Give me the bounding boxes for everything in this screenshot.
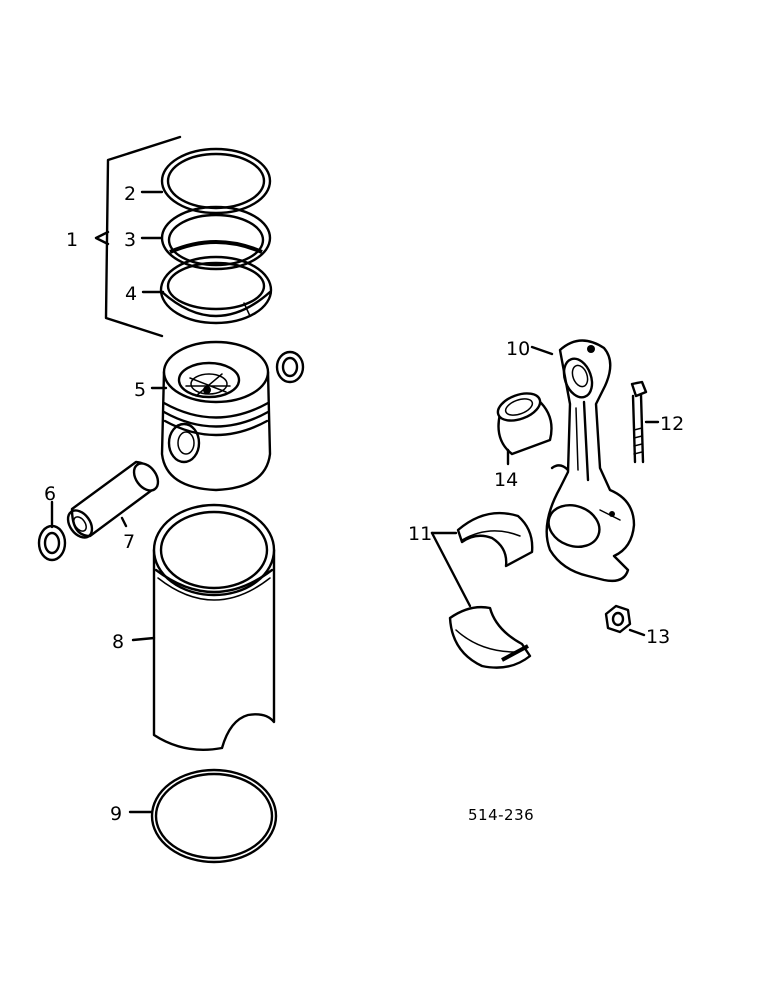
callout-4: 4 — [125, 283, 137, 305]
callout-7: 7 — [123, 531, 135, 553]
leader-lines — [50, 190, 660, 814]
big-end-bearing-shell-upper — [456, 511, 534, 568]
callout-8: 8 — [112, 631, 124, 653]
connecting-rod-nut — [604, 604, 632, 634]
callout-2: 2 — [124, 183, 136, 205]
callout-13: 13 — [646, 626, 670, 648]
piston-ring-middle — [160, 205, 272, 271]
piston — [160, 340, 272, 492]
liner-o-ring — [150, 768, 278, 864]
callouts: 1 2 3 4 5 6 7 8 9 10 11 12 13 14 — [44, 183, 684, 825]
callout-11: 11 — [408, 523, 432, 545]
callout-3: 3 — [124, 229, 136, 251]
callout-6: 6 — [44, 483, 56, 505]
drawing-reference-number: 514-236 — [468, 806, 534, 824]
piston-oil-ring — [159, 255, 273, 325]
connecting-rod-bolt — [630, 380, 648, 464]
piston-pin-circlip — [37, 524, 67, 562]
callout-1: 1 — [66, 229, 78, 251]
callout-14: 14 — [494, 469, 518, 491]
cylinder-liner — [152, 503, 276, 751]
callout-5: 5 — [134, 379, 146, 401]
piston-ring-top — [160, 147, 272, 215]
piston-pin-circlip-right — [275, 350, 305, 384]
big-end-bearing-shell-lower — [448, 605, 532, 669]
callout-12: 12 — [660, 413, 684, 435]
small-end-bush — [496, 392, 553, 456]
piston-pin — [66, 460, 160, 539]
ring-set-bracket — [94, 135, 182, 338]
callout-10: 10 — [506, 338, 530, 360]
callout-9: 9 — [110, 803, 122, 825]
connecting-rod — [545, 339, 636, 583]
